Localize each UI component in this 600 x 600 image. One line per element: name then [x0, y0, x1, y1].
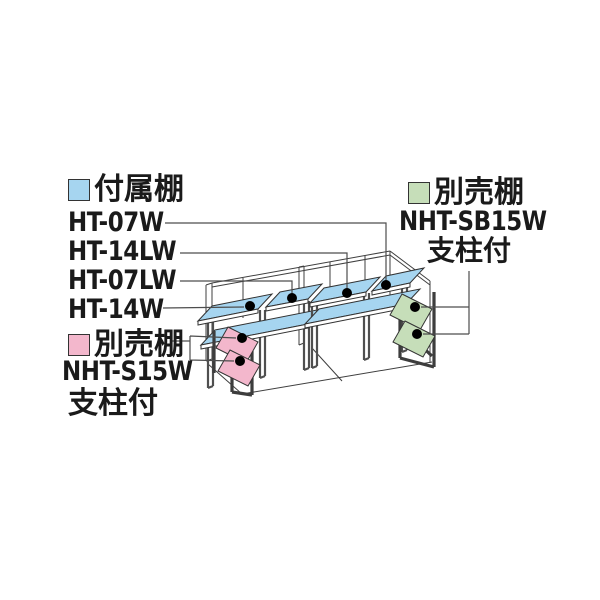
pink-shelf-lower: [217, 349, 261, 387]
optional-shelf-pink-swatch: [68, 333, 90, 356]
right-wall-top-edge: [389, 250, 431, 286]
model-ht14lw: HT-14LW: [68, 236, 177, 267]
dot-ht14w: [245, 301, 255, 311]
dot-green-lower: [412, 329, 422, 339]
shelf-ht14w-edge: [197, 308, 259, 326]
model-nht-s15w: NHT-S15W: [62, 356, 193, 387]
leader-pink-shelves: [170, 335, 237, 362]
model-nht-sb15w: NHT-SB15W: [399, 206, 547, 237]
dot-ht07lw: [287, 293, 297, 303]
dot-ht14lw: [342, 288, 352, 298]
leader-ht14w: [162, 306, 245, 309]
legend-attached-shelf: 付属棚: [68, 174, 184, 206]
leader-lines: [162, 222, 470, 362]
optional-shelf-green-swatch: [408, 181, 430, 204]
note-green-with-posts: 支柱付: [427, 234, 512, 267]
optional-shelf-unit-pink: [212, 326, 261, 397]
note-pink-with-posts: 支柱付: [68, 386, 158, 421]
leader-ht14lw: [180, 252, 348, 293]
optional-shelf-pink-label: 別売棚: [94, 327, 184, 362]
leader-ht07w: [165, 222, 387, 285]
dot-pink-upper: [237, 333, 247, 343]
optional-shelf-unit-green: [389, 292, 436, 369]
attached-shelf-swatch: [68, 178, 90, 201]
leader-ht07lw: [180, 280, 293, 298]
attached-shelf-unit-right: [303, 267, 426, 370]
legend-optional-shelf-pink: 別売棚: [68, 329, 184, 361]
attached-shelf-unit-left: [196, 283, 324, 390]
dot-green-upper: [410, 302, 420, 312]
green-shelf-lower: [392, 320, 436, 358]
model-ht14w: HT-14W: [68, 294, 164, 325]
shelf-ht07w-edge: [371, 282, 411, 296]
legend-optional-shelf-green: 別売棚: [408, 177, 524, 209]
attached-shelf-label: 付属棚: [94, 172, 184, 207]
attachment-dots: [235, 280, 422, 366]
model-ht07lw: HT-07LW: [68, 265, 177, 296]
optional-shelf-green-label: 別売棚: [434, 175, 524, 210]
dot-ht07w: [381, 280, 391, 290]
model-ht07w: HT-07W: [68, 207, 164, 238]
leader-green-shelves: [421, 271, 470, 335]
dot-pink-lower: [235, 356, 245, 366]
